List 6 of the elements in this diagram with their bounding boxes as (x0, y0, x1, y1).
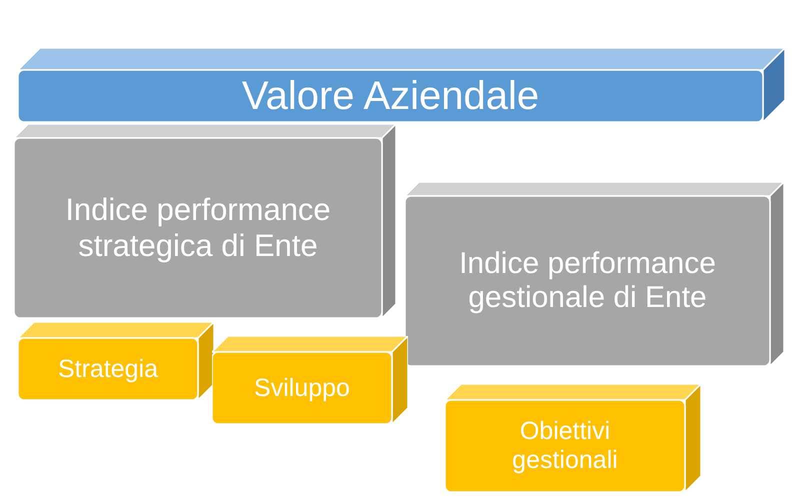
block-label: Indice performance gestionale di Ente (458, 246, 717, 316)
block-label: Indice performance strategica di Ente (64, 192, 332, 264)
block-label: Obiettivi gestionali (511, 417, 619, 475)
block-label: Valore Aziendale (242, 73, 540, 119)
block-label: Sviluppo (254, 374, 350, 402)
block-label: Strategia (58, 354, 158, 384)
